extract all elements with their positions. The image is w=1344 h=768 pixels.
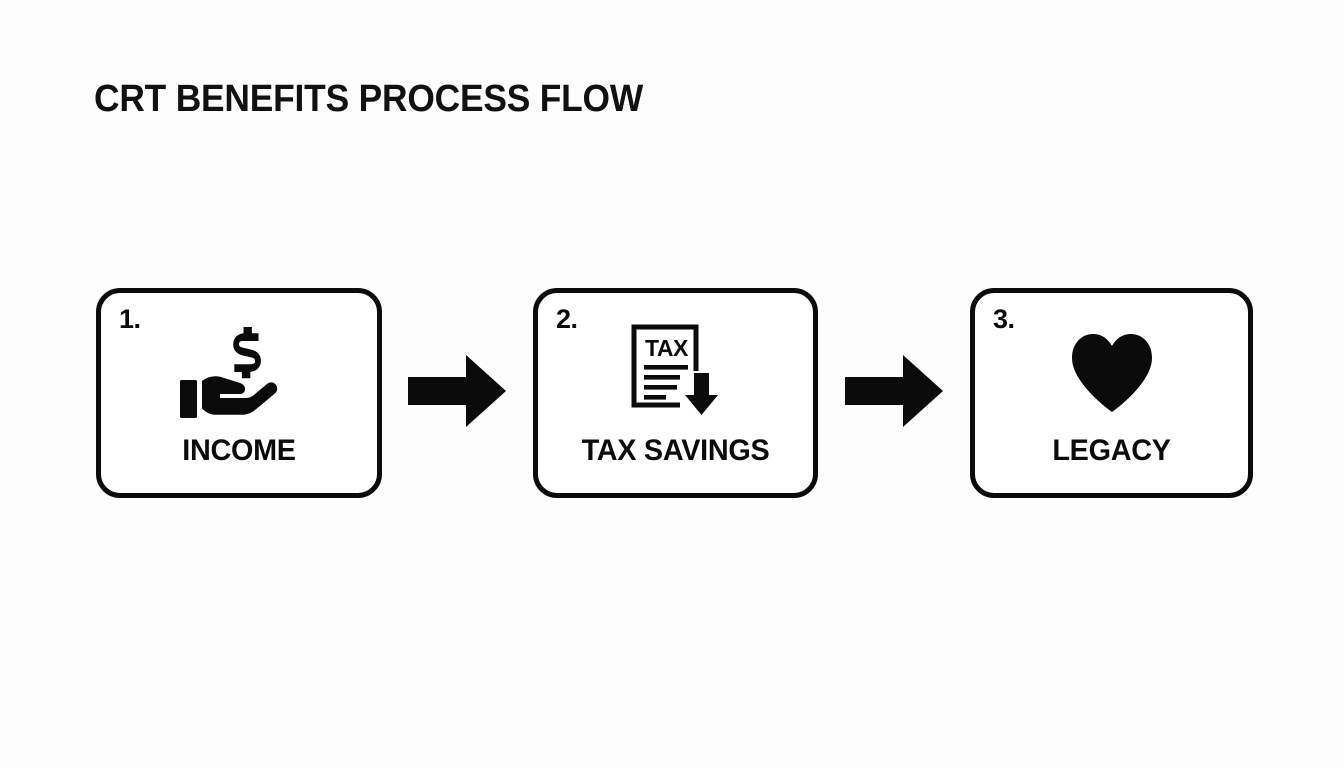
hand-holding-dollar-icon <box>101 319 377 427</box>
svg-text:TAX: TAX <box>645 335 689 361</box>
tax-document-down-arrow-icon: TAX <box>538 319 813 427</box>
step-label: LEGACY <box>1052 434 1171 467</box>
page-title: CRT BENEFITS PROCESS FLOW <box>94 78 644 120</box>
step-number: 2. <box>556 304 578 334</box>
process-flow-row: 1. INCOME <box>96 288 1253 498</box>
step-card-income[interactable]: 1. INCOME <box>96 288 382 498</box>
step-label: INCOME <box>182 434 296 467</box>
heart-icon <box>975 319 1248 427</box>
arrow-right-icon <box>845 355 943 427</box>
step-number: 3. <box>993 304 1015 334</box>
step-card-legacy[interactable]: 3. LEGACY <box>970 288 1253 498</box>
step-card-tax-savings[interactable]: 2. TAX TAX SAVINGS <box>533 288 818 498</box>
arrow-right-icon <box>408 355 506 427</box>
step-label: TAX SAVINGS <box>581 434 770 467</box>
step-number: 1. <box>119 304 141 334</box>
